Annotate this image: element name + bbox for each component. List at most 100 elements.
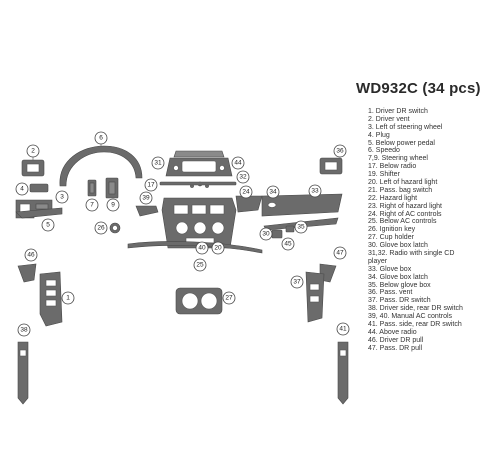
driver-dr-switch-piece <box>39 271 63 327</box>
legend-item: 30. Glove box latch <box>368 242 428 250</box>
callout-44: 44 <box>231 156 245 170</box>
pass-vent-piece <box>319 157 343 175</box>
legend-item: 1. Driver DR switch <box>368 108 428 115</box>
callout-46: 46 <box>24 248 38 262</box>
legend-item: 4. Plug <box>368 131 390 139</box>
legend-item: 5. Below power pedal <box>368 139 435 147</box>
callout-label: 33 <box>311 188 319 195</box>
steering-wheel-pieces <box>87 177 119 199</box>
legend-item: 23. Right of hazard light <box>368 202 442 210</box>
legend-item: 22. Hazard light <box>368 194 418 202</box>
callout-34: 34 <box>266 185 280 199</box>
radio-upper-trim-piece <box>165 150 233 188</box>
callout-label: 32 <box>239 174 247 181</box>
callout-label: 27 <box>225 295 233 302</box>
callout-label: 31 <box>154 160 162 167</box>
callout-47: 47 <box>333 246 347 260</box>
legend-item: 20. Left of hazard light <box>368 179 438 187</box>
legend-item: 24. Right of AC controls <box>368 210 442 218</box>
callout-label: 39 <box>142 195 150 202</box>
callout-label: 44 <box>234 160 242 167</box>
legend-item: 26. Ignition key <box>368 226 416 234</box>
legend-item: 21. Pass. bag switch <box>368 186 433 194</box>
legend-item: 37. Pass. DR switch <box>368 297 431 305</box>
legend-item: 39, 40. Manual AC controls <box>368 313 453 321</box>
center-console-pieces <box>127 195 263 254</box>
plug-piece <box>29 183 49 193</box>
callout-label: 25 <box>196 262 204 269</box>
callout-label: 37 <box>293 279 301 286</box>
rear-driver-switch-piece <box>17 341 29 405</box>
callout-label: 46 <box>27 252 35 259</box>
legend-item: 44. Above radio <box>368 328 417 336</box>
legend-item: 19. Shifter <box>368 171 400 179</box>
callout-7: 7 <box>85 198 99 212</box>
callout-label: 5 <box>46 222 50 229</box>
callout-2: 2 <box>26 144 40 158</box>
callout-label: 1 <box>66 295 70 302</box>
callout-31: 31 <box>151 156 165 170</box>
kit-title: WD932C (34 pcs) <box>356 80 481 97</box>
callout-label: 26 <box>97 225 105 232</box>
callout-3: 3 <box>55 190 69 204</box>
legend-item: 25. Below AC controls <box>368 218 437 226</box>
callout-label: 4 <box>20 186 24 193</box>
callout-37: 37 <box>290 275 304 289</box>
legend-item: 2. Driver vent <box>368 115 410 123</box>
callout-24: 24 <box>239 185 253 199</box>
legend-item: 38. Driver side, rear DR switch <box>368 305 463 313</box>
callout-label: 24 <box>242 189 250 196</box>
callout-35: 35 <box>294 220 308 234</box>
driver-vent-piece <box>21 157 45 177</box>
legend-item: player <box>368 257 388 265</box>
callout-label: 35 <box>297 224 305 231</box>
callout-30: 30 <box>259 227 273 241</box>
legend-item: 46. Driver DR pull <box>368 336 424 344</box>
legend-item: 33. Glove box <box>368 265 412 273</box>
callout-label: 41 <box>339 326 347 333</box>
legend-item: 35. Below glove box <box>368 281 431 289</box>
cup-holder-piece <box>175 287 223 315</box>
legend-item: 17. Below radio <box>368 163 417 171</box>
legend-item: 36. Pass. vent <box>368 289 413 297</box>
legend-item: 47. Pass. DR pull <box>368 344 423 352</box>
callout-17: 17 <box>144 178 158 192</box>
callout-label: 3 <box>60 194 64 201</box>
callout-label: 36 <box>336 148 344 155</box>
callout-label: 17 <box>147 182 155 189</box>
legend-item: 41. Pass. side, rear DR switch <box>368 321 462 329</box>
rear-pass-switch-piece <box>337 341 349 405</box>
pass-dr-switch-piece <box>305 271 325 323</box>
callout-label: 2 <box>31 148 35 155</box>
callout-36: 36 <box>333 144 347 158</box>
callout-label: 6 <box>99 135 103 142</box>
callout-39: 39 <box>139 191 153 205</box>
legend-item: 3. Left of steering wheel <box>368 123 443 131</box>
callout-label: 38 <box>20 327 28 334</box>
below-radio-piece <box>159 181 237 186</box>
legend-item: 27. Cup holder <box>368 234 414 242</box>
glove-box-piece <box>261 193 343 217</box>
callout-20: 20 <box>211 241 225 255</box>
legend-item: 6. Speedo <box>368 147 400 155</box>
callout-40: 40 <box>195 241 209 255</box>
callout-1: 1 <box>61 291 75 305</box>
callout-38: 38 <box>17 323 31 337</box>
callout-label: 30 <box>262 231 270 238</box>
speedo-piece <box>59 144 143 187</box>
callout-label: 45 <box>284 241 292 248</box>
callout-label: 40 <box>198 245 206 252</box>
callout-26: 26 <box>94 221 108 235</box>
below-pedal-piece <box>15 207 63 219</box>
ignition-key-piece <box>109 222 121 234</box>
callout-41: 41 <box>336 322 350 336</box>
driver-dr-pull-piece <box>17 263 37 283</box>
callout-label: 9 <box>111 202 115 209</box>
callout-32: 32 <box>236 170 250 184</box>
callout-label: 34 <box>269 189 277 196</box>
callout-label: 7 <box>90 202 94 209</box>
glove-latch-pieces <box>271 225 295 239</box>
callout-label: 47 <box>336 250 344 257</box>
